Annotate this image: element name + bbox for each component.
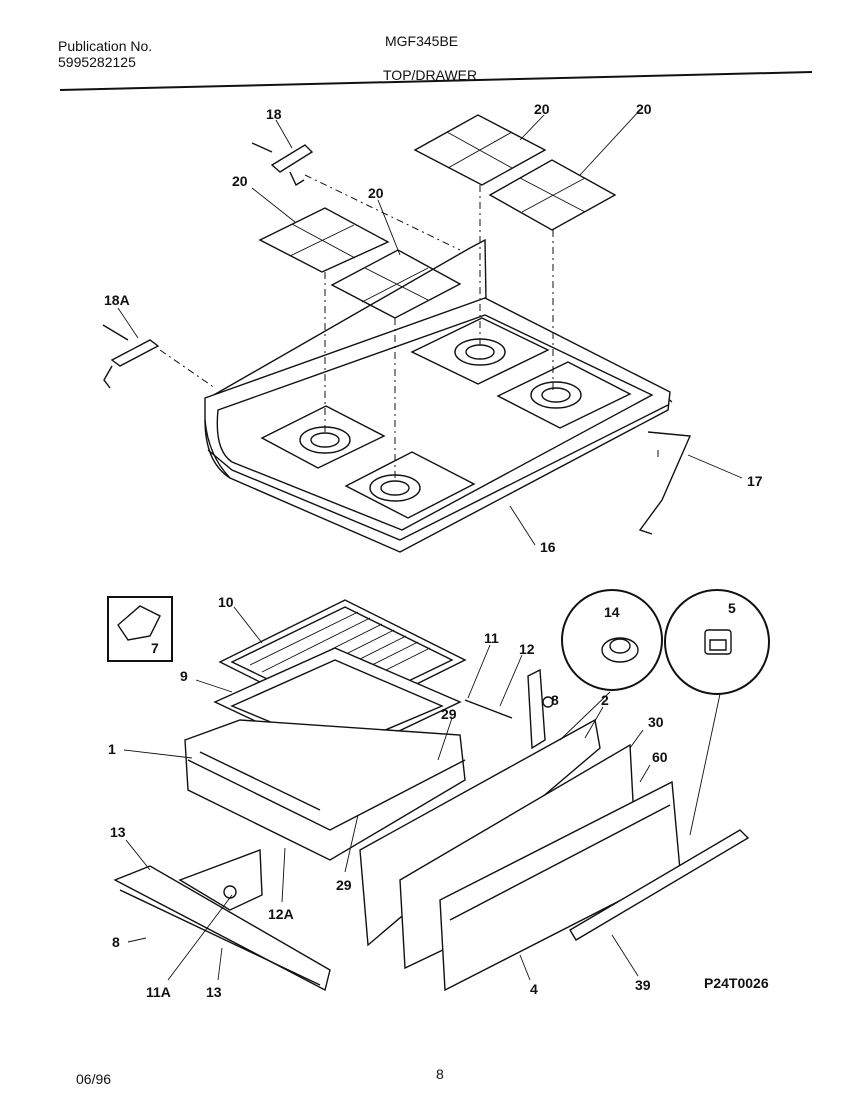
inset-box-7 [107, 596, 173, 662]
callout-20-right-b: 20 [636, 101, 652, 117]
callout-29-lower: 29 [336, 877, 352, 893]
callout-10: 10 [218, 594, 234, 610]
callout-18: 18 [266, 106, 282, 122]
publication-number: 5995282125 [58, 54, 136, 70]
callout-12: 12 [519, 641, 535, 657]
side-brackets [102, 142, 692, 535]
leader-lines [117, 109, 743, 981]
callout-2: 2 [601, 692, 609, 708]
model-number: MGF345BE [385, 33, 459, 49]
page-number: 8 [436, 1066, 444, 1082]
callout-4: 4 [530, 981, 538, 997]
callout-8-lower: 8 [112, 934, 120, 950]
callout-12a: 12A [268, 906, 294, 922]
callout-11: 11 [484, 630, 499, 646]
callout-14: 14 [604, 604, 620, 620]
callout-13-lower: 13 [206, 984, 222, 1000]
callout-16: 16 [540, 539, 556, 555]
callout-11a: 11A [146, 984, 171, 1000]
burner-grates [258, 114, 617, 319]
callout-20-right-a: 20 [534, 101, 550, 117]
callout-5: 5 [728, 600, 736, 616]
detail-circle-5 [664, 589, 770, 695]
callout-18a: 18A [104, 292, 130, 308]
alignment-lines [159, 174, 659, 482]
drawer-assembly [113, 599, 750, 992]
section-title: TOP/DRAWER [383, 67, 478, 83]
callout-1: 1 [108, 741, 116, 757]
callout-39: 39 [635, 977, 651, 993]
callout-8-upper: 8 [551, 692, 559, 708]
callout-60: 60 [652, 749, 668, 765]
diagram-code: P24T0026 [704, 975, 769, 991]
cooktop-assembly [204, 238, 673, 553]
callout-30: 30 [648, 714, 664, 730]
publication-label: Publication No. [58, 38, 153, 54]
callout-9: 9 [180, 668, 188, 684]
detail-circle-14 [561, 589, 663, 691]
callout-20-center: 20 [368, 185, 384, 201]
header-rule [59, 71, 813, 91]
callout-20-left: 20 [232, 173, 248, 189]
callout-7: 7 [151, 640, 159, 656]
footer-date: 06/96 [76, 1071, 112, 1087]
callout-13-upper: 13 [110, 824, 126, 840]
callout-29-upper: 29 [441, 706, 457, 722]
callout-17: 17 [747, 473, 763, 489]
